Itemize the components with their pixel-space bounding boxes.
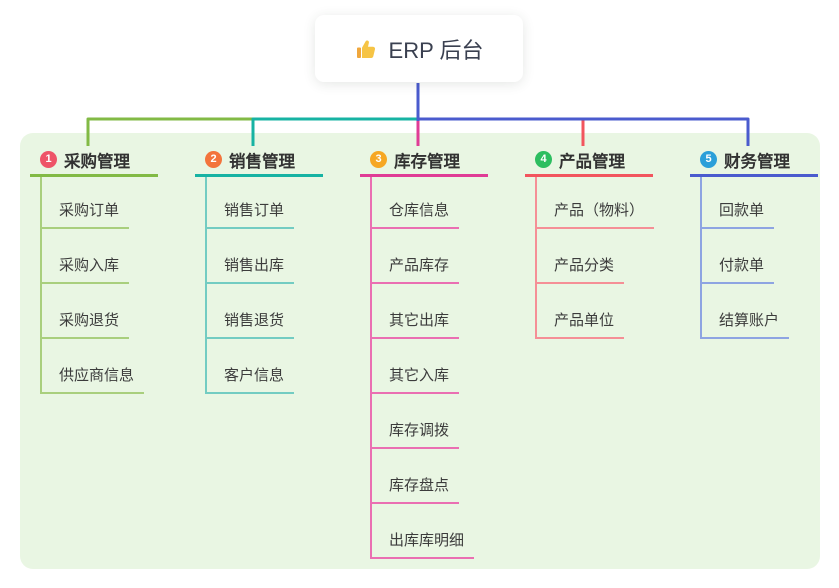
- child-node-label: 采购订单: [42, 199, 130, 229]
- child-node[interactable]: 销售出库: [207, 229, 295, 284]
- branch-header[interactable]: 4 产品管理: [525, 145, 653, 177]
- child-node[interactable]: 产品库存: [372, 229, 474, 284]
- child-node-label: 采购退货: [42, 309, 130, 339]
- branch-number-badge: 2: [205, 151, 222, 168]
- branch-number-badge: 5: [700, 151, 717, 168]
- child-node[interactable]: 仓库信息: [372, 177, 474, 229]
- child-node-label: 其它入库: [372, 364, 460, 394]
- child-node-label: 库存调拨: [372, 419, 460, 449]
- branch: 4 产品管理 产品（物料） 产品分类产品单位: [525, 145, 655, 339]
- branch-children: 采购订单采购入库采购退货供应商信息: [40, 177, 145, 394]
- branch-title: 库存管理: [394, 152, 460, 171]
- child-node[interactable]: 库存盘点: [372, 449, 474, 504]
- child-node[interactable]: 产品分类: [537, 229, 654, 284]
- root-title: ERP 后台: [388, 37, 484, 63]
- branch: 5 财务管理 回款单付款单结算账户: [690, 145, 818, 339]
- child-node[interactable]: 客户信息: [207, 339, 295, 394]
- child-node-label: 产品（物料）: [537, 199, 655, 229]
- child-node-label: 其它出库: [372, 309, 460, 339]
- child-node[interactable]: 出库库明细: [372, 504, 475, 559]
- branch-header[interactable]: 2 销售管理: [195, 145, 323, 177]
- branch-children: 回款单付款单结算账户: [700, 177, 790, 339]
- child-node[interactable]: 供应商信息: [42, 339, 145, 394]
- child-node-label: 回款单: [702, 199, 775, 229]
- child-node[interactable]: 产品单位: [537, 284, 654, 339]
- branch-header[interactable]: 1 采购管理: [30, 145, 158, 177]
- child-node-label: 库存盘点: [372, 474, 460, 504]
- child-node-label: 销售退货: [207, 309, 295, 339]
- branch-number-badge: 4: [535, 151, 552, 168]
- child-node[interactable]: 产品（物料）: [537, 177, 655, 229]
- child-node-label: 付款单: [702, 254, 775, 284]
- child-node[interactable]: 结算账户: [702, 284, 790, 339]
- branch-title: 采购管理: [64, 152, 130, 171]
- child-node-label: 销售订单: [207, 199, 295, 229]
- child-node[interactable]: 采购退货: [42, 284, 144, 339]
- branch: 2 销售管理 销售订单销售出库销售退货客户信息: [195, 145, 323, 394]
- child-node[interactable]: 其它出库: [372, 284, 474, 339]
- child-node-label: 采购入库: [42, 254, 130, 284]
- child-node-label: 产品单位: [537, 309, 625, 339]
- child-node[interactable]: 销售退货: [207, 284, 295, 339]
- branch: 1 采购管理 采购订单采购入库采购退货供应商信息: [30, 145, 158, 394]
- branch-header[interactable]: 3 库存管理: [360, 145, 488, 177]
- child-node-label: 仓库信息: [372, 199, 460, 229]
- child-node[interactable]: 其它入库: [372, 339, 474, 394]
- child-node-label: 销售出库: [207, 254, 295, 284]
- branch-children: 产品（物料） 产品分类产品单位: [535, 177, 655, 339]
- child-node[interactable]: 库存调拨: [372, 394, 474, 449]
- root-node[interactable]: ERP 后台: [315, 15, 523, 82]
- thumbs-up-icon: [355, 37, 379, 61]
- child-node[interactable]: 回款单: [702, 177, 789, 229]
- branch-number-badge: 3: [370, 151, 387, 168]
- branch-children: 仓库信息产品库存其它出库其它入库库存调拨库存盘点出库库明细: [370, 177, 475, 559]
- background-panel: [20, 133, 820, 569]
- child-node-label: 结算账户: [702, 309, 790, 339]
- branch: 3 库存管理 仓库信息产品库存其它出库其它入库库存调拨库存盘点出库库明细: [360, 145, 488, 559]
- child-node-label: 产品分类: [537, 254, 625, 284]
- branch-title: 产品管理: [559, 152, 625, 171]
- child-node[interactable]: 销售订单: [207, 177, 295, 229]
- child-node-label: 产品库存: [372, 254, 460, 284]
- child-node[interactable]: 采购订单: [42, 177, 144, 229]
- branch-title: 财务管理: [724, 152, 790, 171]
- branch-header[interactable]: 5 财务管理: [690, 145, 818, 177]
- child-node[interactable]: 采购入库: [42, 229, 144, 284]
- child-node-label: 供应商信息: [42, 364, 145, 394]
- child-node[interactable]: 付款单: [702, 229, 789, 284]
- branch-title: 销售管理: [229, 152, 295, 171]
- child-node-label: 出库库明细: [372, 529, 475, 559]
- child-node-label: 客户信息: [207, 364, 295, 394]
- branch-number-badge: 1: [40, 151, 57, 168]
- branch-children: 销售订单销售出库销售退货客户信息: [205, 177, 295, 394]
